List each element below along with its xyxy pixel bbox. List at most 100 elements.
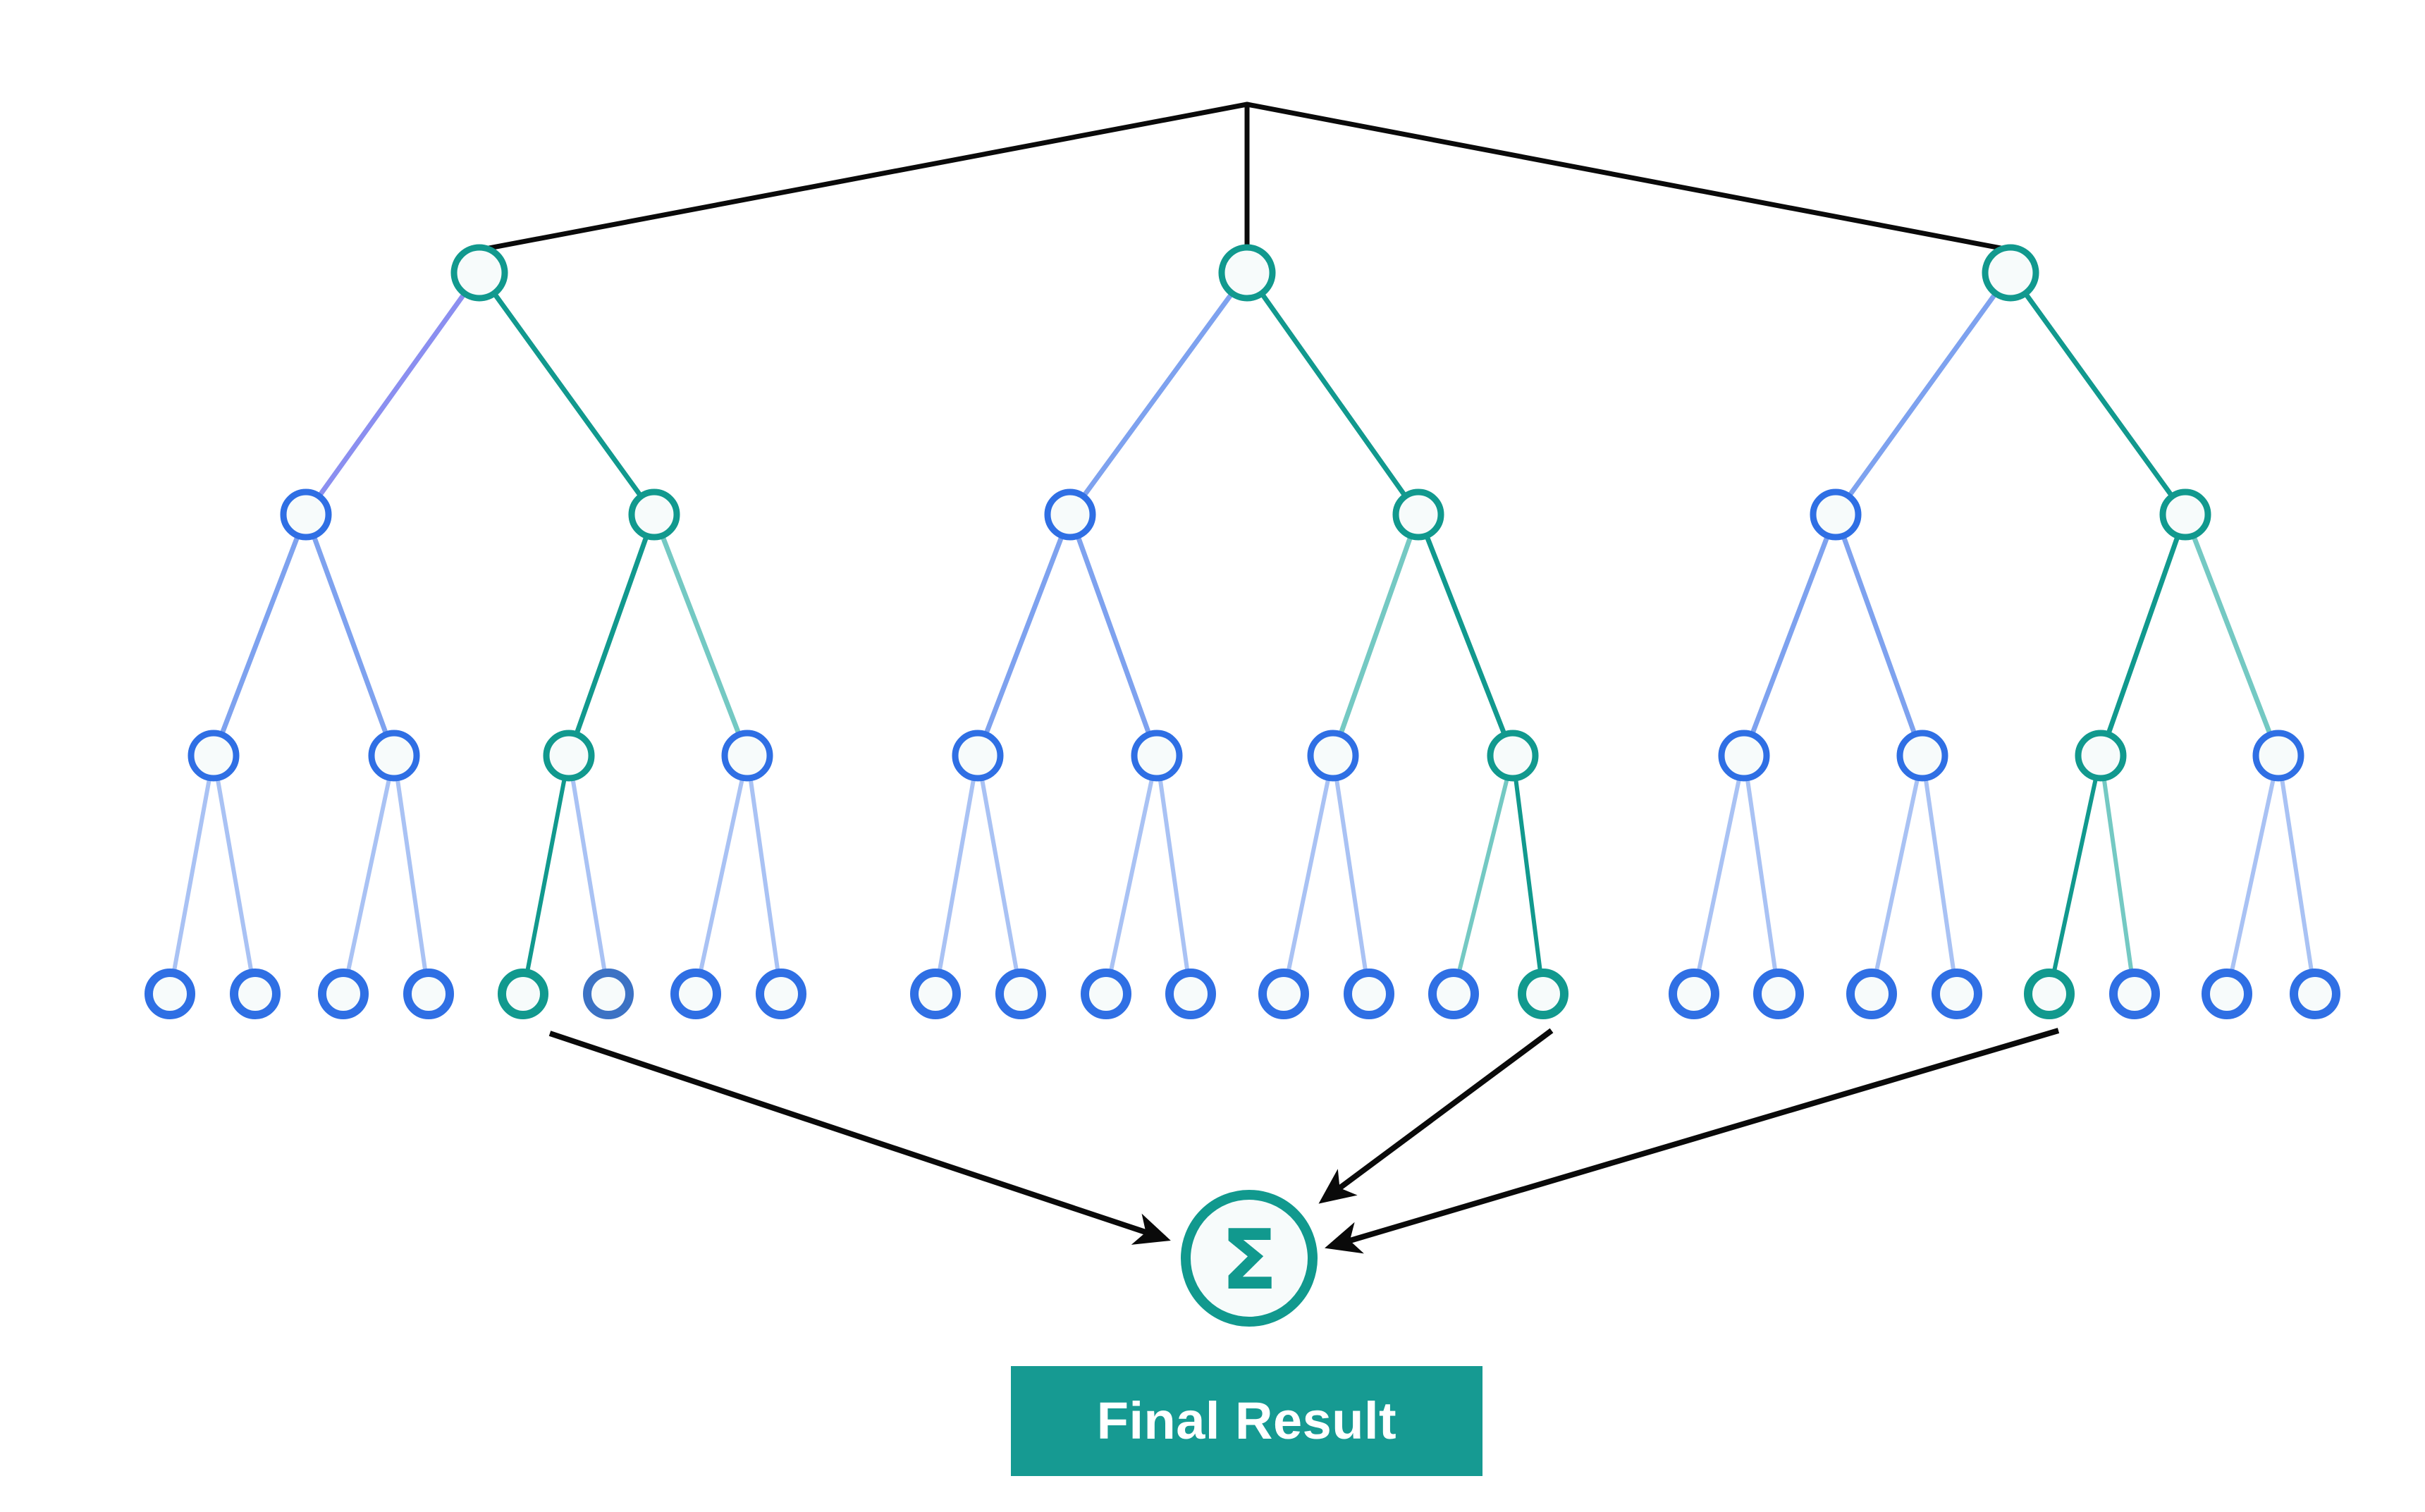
tree-node-c15[interactable] — [1518, 969, 1568, 1019]
tree-node-c22[interactable] — [2202, 969, 2252, 1019]
level3-to-leaf-edge — [568, 766, 609, 985]
root-to-level2-edge — [1074, 281, 1241, 508]
level3-to-leaf-edge — [2049, 766, 2101, 985]
level3-to-leaf-edge — [343, 766, 394, 985]
level3-to-leaf-edge — [214, 766, 256, 985]
level3-to-leaf-edge — [523, 766, 569, 985]
tree-node-c3[interactable] — [403, 969, 454, 1019]
root-to-level2-edge — [1840, 281, 2005, 508]
level2-to-level3-edge — [1072, 524, 1155, 746]
level3-to-leaf-edge — [1156, 766, 1191, 985]
sigma-symbol: Σ — [1221, 1211, 1278, 1308]
level3-to-leaf-edge — [747, 766, 782, 985]
tree-node-c14[interactable] — [1428, 969, 1479, 1019]
level3-to-leaf-edge — [1694, 766, 1744, 985]
tree-node-c2[interactable] — [318, 969, 369, 1019]
tree-node-r2[interactable] — [1982, 244, 2039, 302]
sigma-node-circle[interactable] — [1181, 1190, 1318, 1327]
level2-to-level3-edge — [979, 523, 1069, 747]
final-result-label: Final Result — [1011, 1366, 1482, 1476]
tree-node-a3[interactable] — [1392, 488, 1444, 541]
arrow-from-right-highlight-leaf — [1325, 1028, 2060, 1254]
level3-to-leaf-edge — [978, 766, 1021, 985]
tree-node-c9[interactable] — [995, 969, 1046, 1019]
tree-node-c1[interactable] — [230, 969, 281, 1019]
tree-node-a0[interactable] — [280, 488, 332, 541]
tree-node-c17[interactable] — [1753, 969, 1804, 1019]
summary-node-layer: Σ — [1181, 1190, 1318, 1327]
tree-node-a2[interactable] — [1044, 488, 1096, 541]
level3-to-leaf-edge — [2100, 766, 2135, 985]
level2-to-level3-edge — [307, 524, 393, 746]
tree-node-c5[interactable] — [583, 969, 634, 1019]
level3-to-leaf-edge — [935, 766, 978, 985]
level2-to-level3-edge — [215, 523, 305, 747]
level2-to-level3-edge — [656, 523, 746, 747]
level3-to-leaf-edge — [1743, 766, 1779, 985]
tree-node-c21[interactable] — [2109, 969, 2160, 1019]
nodes-layer — [145, 244, 2340, 1019]
apex-to-root-edge — [477, 102, 1250, 253]
tree-node-c23[interactable] — [2290, 969, 2340, 1019]
level2-to-level3-edge — [2102, 524, 2184, 746]
level3-to-leaf-edge — [1922, 766, 1958, 985]
level3-to-leaf-edge — [1454, 766, 1512, 985]
tree-node-c18[interactable] — [1846, 969, 1897, 1019]
level2-to-level3-edge — [1334, 524, 1417, 746]
level2-to-level3-edge — [570, 524, 653, 746]
root-to-level2-edge — [485, 281, 650, 508]
tree-node-c19[interactable] — [1932, 969, 1982, 1019]
tree-node-b8[interactable] — [1718, 730, 1770, 782]
tree-node-c7[interactable] — [756, 969, 806, 1019]
arrow-from-middle-highlight-leaf — [1318, 1028, 1554, 1204]
level3-to-leaf-edge — [1106, 766, 1157, 985]
tree-node-a5[interactable] — [2159, 488, 2211, 541]
tree-node-c8[interactable] — [910, 969, 961, 1019]
tree-node-a1[interactable] — [628, 488, 680, 541]
tree-node-c0[interactable] — [145, 969, 195, 1019]
apex-to-root-edge — [1244, 102, 2013, 253]
level3-to-leaf-edge — [1284, 766, 1333, 985]
tree-node-c11[interactable] — [1165, 969, 1216, 1019]
tree-node-b5[interactable] — [1131, 730, 1183, 782]
level3-to-leaf-edge — [393, 766, 429, 985]
root-to-level2-edge — [2016, 281, 2181, 508]
tree-node-b3[interactable] — [721, 730, 773, 782]
level3-to-leaf-edge — [1512, 766, 1544, 985]
level2-to-level3-edge — [2187, 523, 2277, 747]
level3-to-leaf-edge — [696, 766, 747, 985]
level2-to-level3-edge — [1420, 523, 1511, 747]
level3-to-leaf-edge — [1332, 766, 1370, 985]
level3-to-leaf-edge — [1872, 766, 1922, 985]
level2-to-level3-edge — [1745, 523, 1834, 747]
tree-node-b4[interactable] — [952, 730, 1004, 782]
tree-node-c13[interactable] — [1344, 969, 1394, 1019]
tree-node-b7[interactable] — [1487, 730, 1539, 782]
tree-node-r0[interactable] — [450, 244, 508, 302]
tree-node-b0[interactable] — [188, 730, 240, 782]
tree-node-b10[interactable] — [2075, 730, 2127, 782]
arrow-from-left-highlight-leaf — [548, 1031, 1171, 1245]
edges-layer — [169, 102, 2316, 985]
tree-node-b9[interactable] — [1896, 730, 1948, 782]
tree-node-b11[interactable] — [2252, 730, 2304, 782]
tree-node-c10[interactable] — [1081, 969, 1131, 1019]
tree-node-r1[interactable] — [1218, 244, 1276, 302]
tree-node-c20[interactable] — [2024, 969, 2075, 1019]
level3-to-leaf-edge — [2278, 766, 2316, 985]
level2-to-level3-edge — [1837, 524, 1921, 746]
level3-to-leaf-edge — [2227, 766, 2278, 985]
tree-node-b6[interactable] — [1307, 730, 1359, 782]
root-to-level2-edge — [1252, 281, 1414, 508]
final-result-label-text: Final Result — [1096, 1391, 1397, 1450]
tree-node-c16[interactable] — [1669, 969, 1719, 1019]
tree-node-c6[interactable] — [670, 969, 721, 1019]
tree-node-b1[interactable] — [368, 730, 420, 782]
tree-node-c4[interactable] — [498, 969, 548, 1019]
root-to-level2-edge — [310, 281, 474, 508]
tree-node-c12[interactable] — [1258, 969, 1309, 1019]
tree-node-a4[interactable] — [1810, 488, 1862, 541]
tree-node-b2[interactable] — [543, 730, 595, 782]
